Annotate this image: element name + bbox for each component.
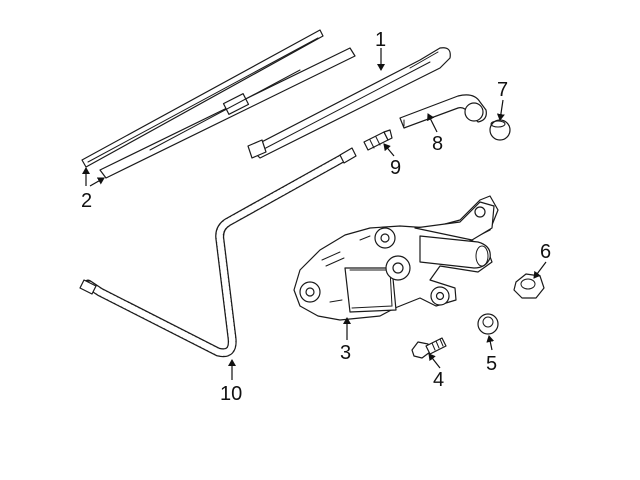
callout-9: 9 <box>390 157 401 179</box>
washer-tube <box>79 147 357 358</box>
leader-4 <box>428 353 441 369</box>
callout-10: 10 <box>220 383 242 405</box>
callout-2: 2 <box>81 190 92 212</box>
callout-8: 8 <box>432 133 443 155</box>
washer-hose <box>399 94 487 129</box>
wiper-blade <box>81 29 356 179</box>
wiper-motor <box>293 195 499 321</box>
leader-9 <box>383 143 395 157</box>
grommet <box>513 273 545 299</box>
callout-5: 5 <box>486 353 497 375</box>
leader-2b <box>89 177 105 187</box>
nozzle <box>363 129 393 151</box>
leader-5 <box>486 335 495 351</box>
callout-4: 4 <box>433 369 444 391</box>
wiper-arm <box>247 47 451 159</box>
leader-7 <box>496 99 505 121</box>
leader-8 <box>427 113 438 133</box>
callout-1: 1 <box>375 29 386 51</box>
nut <box>477 313 499 335</box>
cap <box>489 119 511 141</box>
callout-7: 7 <box>497 79 508 101</box>
leader-6 <box>533 261 547 279</box>
callout-3: 3 <box>340 342 351 364</box>
bolt <box>411 337 447 359</box>
callout-6: 6 <box>540 241 551 263</box>
